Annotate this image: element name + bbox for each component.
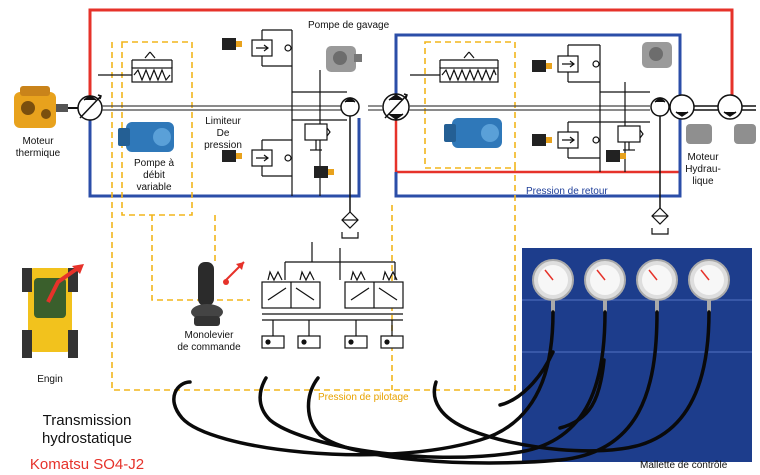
control-cylinder-right	[439, 51, 499, 83]
charge-pump-label: Pompe de gavage	[308, 20, 390, 31]
return-pressure-circuit-right	[394, 33, 682, 198]
title-line2: hydrostatique	[41, 430, 133, 447]
high-pressure-circuit	[88, 8, 734, 98]
pressure-gauge	[584, 259, 626, 312]
filter-tank-right	[651, 207, 669, 235]
variable-pump-photo-right	[444, 118, 502, 148]
valve-icons-right	[532, 60, 626, 162]
valve-icons-left	[222, 38, 334, 178]
charge-pump-photo	[326, 46, 362, 72]
hydraulic-motor-photos	[686, 124, 756, 144]
title-model: Komatsu SO4-J2	[29, 456, 145, 473]
engine-icon	[14, 86, 68, 128]
hydraulic-motor-label: Moteur Hydrau- lique	[685, 152, 721, 187]
pressure-gauge	[688, 259, 730, 312]
variable-pump-symbol-right	[382, 93, 410, 121]
control-case-label: Mallette de contrôle	[640, 460, 728, 471]
charge-pump-symbol-left	[340, 97, 360, 212]
charge-pump-symbols-right	[557, 44, 650, 172]
return-pressure-circuit-left	[88, 118, 361, 198]
variable-pump-label: Pompe à débit variable	[133, 158, 175, 193]
loader-machine-icon	[22, 264, 84, 358]
test-hoses	[172, 310, 711, 465]
charge-pump-photo-right	[642, 42, 672, 68]
charge-pump-symbols-left	[251, 29, 347, 196]
filter-tank-left	[341, 211, 359, 239]
pilot-pressure-label: Pression de pilotage	[318, 392, 409, 403]
variable-pump-photo-left	[118, 122, 174, 152]
pressure-gauges	[532, 259, 730, 312]
charge-pump-symbol-right	[650, 97, 670, 208]
thermal-engine-label: Moteur thermique	[15, 136, 61, 159]
hydraulic-motor-symbol	[669, 94, 756, 120]
title-line1: Transmission	[42, 412, 132, 429]
control-cylinder-left	[131, 51, 173, 83]
joystick-label: Monolevier de commande	[177, 330, 241, 353]
joystick-icon	[191, 261, 245, 326]
pressure-limiter-label: Limiteur De pression	[204, 116, 242, 151]
pressure-gauge	[636, 259, 678, 312]
pilot-valve-assembly	[261, 242, 404, 349]
machine-label: Engin	[37, 374, 63, 385]
return-pressure-label: Pression de retour	[526, 186, 608, 197]
pressure-gauge	[532, 259, 574, 312]
variable-pump-symbol-left	[77, 94, 103, 121]
